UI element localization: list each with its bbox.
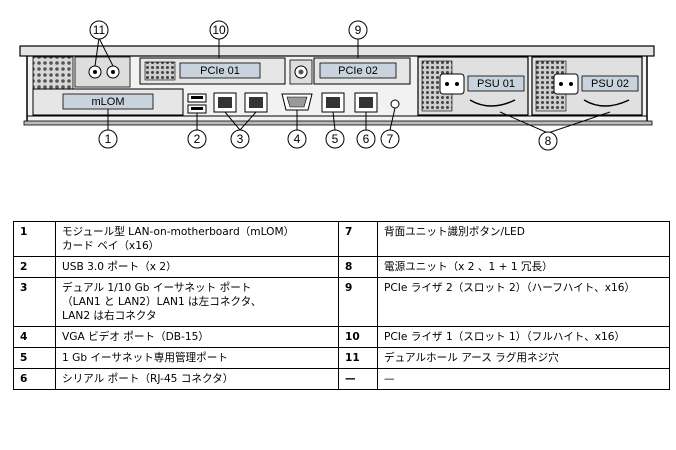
svg-text:3: 3 xyxy=(237,132,244,146)
legend-description: PCIe ライザ 2（スロット 2）（ハーフハイト、x16） xyxy=(377,277,670,327)
callout-5: 5 xyxy=(325,129,345,149)
callout-4: 4 xyxy=(287,129,307,149)
rear-led xyxy=(390,99,400,109)
callout-1: 1 xyxy=(98,129,118,149)
callout-9: 9 xyxy=(348,20,368,40)
legend-description: デュアル 1/10 Gb イーサネット ポート （LAN1 と LAN2）LAN… xyxy=(55,277,339,327)
svg-text:5: 5 xyxy=(332,132,339,146)
legend-description: モジュール型 LAN-on-motherboard（mLOM） カード ベイ（x… xyxy=(55,221,339,257)
pcie-02-label: PCIe 02 xyxy=(338,65,378,77)
lan-ports[interactable] xyxy=(213,92,268,113)
svg-text:6: 6 xyxy=(363,132,370,146)
ground-lug-screw-holes[interactable] xyxy=(74,56,131,88)
legend-description: 電源ユニット（x 2 、1 + 1 冗長） xyxy=(377,256,670,278)
psu-02[interactable]: PSU 02 xyxy=(531,56,643,116)
callout-8: 8 xyxy=(538,131,558,151)
svg-text:1: 1 xyxy=(105,132,112,146)
legend-number: 1 xyxy=(13,221,56,257)
pcie-riser-1[interactable]: PCIe 01 xyxy=(139,57,286,85)
legend-description: デュアルホール アース ラグ用ネジ穴 xyxy=(377,347,670,369)
svg-text:2: 2 xyxy=(194,132,201,146)
pcie-riser-2[interactable]: PCIe 02 xyxy=(313,57,411,85)
psu-01[interactable]: PSU 01 xyxy=(417,56,529,116)
svg-text:11: 11 xyxy=(93,23,106,37)
svg-text:9: 9 xyxy=(355,23,362,37)
svg-text:7: 7 xyxy=(387,132,394,146)
svg-text:8: 8 xyxy=(545,134,552,148)
legend-number: 6 xyxy=(13,368,56,390)
callout-10: 10 xyxy=(209,20,229,40)
legend-description: 1 Gb イーサネット専用管理ポート xyxy=(55,347,339,369)
legend-number: 7 xyxy=(338,221,378,257)
callout-2: 2 xyxy=(187,129,207,149)
usb-3-ports[interactable] xyxy=(187,93,207,114)
rear-id-button-led[interactable] xyxy=(289,59,313,85)
legend-description: PCIe ライザ 1（スロット 1）（フルハイト、x16） xyxy=(377,326,670,348)
legend-description: シリアル ポート（RJ-45 コネクタ） xyxy=(55,368,339,390)
callout-11: 11 xyxy=(89,20,109,40)
psu-01-label: PSU 01 xyxy=(477,78,515,90)
legend-number: 2 xyxy=(13,256,56,278)
left-vent-grille xyxy=(32,56,74,90)
svg-text:4: 4 xyxy=(294,132,301,146)
legend-number: — xyxy=(338,368,378,390)
legend-description: 背面ユニット識別ボタン/LED xyxy=(377,221,670,257)
psu-02-label: PSU 02 xyxy=(591,78,629,90)
pcie-01-label: PCIe 01 xyxy=(200,65,240,77)
mlom-label: mLOM xyxy=(92,96,125,108)
legend-description: — xyxy=(377,368,670,390)
mgmt-ethernet-port[interactable] xyxy=(321,92,345,113)
vga-port[interactable] xyxy=(281,93,313,111)
legend-number: 5 xyxy=(13,347,56,369)
callout-7: 7 xyxy=(380,129,400,149)
callout-6: 6 xyxy=(356,129,376,149)
svg-text:10: 10 xyxy=(212,23,226,37)
callout-leader-lines xyxy=(94,37,611,134)
legend-number: 9 xyxy=(338,277,378,327)
legend-number: 4 xyxy=(13,326,56,348)
legend-number: 3 xyxy=(13,277,56,327)
legend-number: 8 xyxy=(338,256,378,278)
legend-description: USB 3.0 ポート（x 2） xyxy=(55,256,339,278)
server-rear-panel-diagram: mLOM PCIe 01 PCIe 02 xyxy=(19,20,655,151)
legend-number: 10 xyxy=(338,326,378,348)
legend-description: VGA ビデオ ポート（DB-15） xyxy=(55,326,339,348)
callout-3: 3 xyxy=(230,129,250,149)
serial-port[interactable] xyxy=(354,92,378,113)
legend-number: 11 xyxy=(338,347,378,369)
